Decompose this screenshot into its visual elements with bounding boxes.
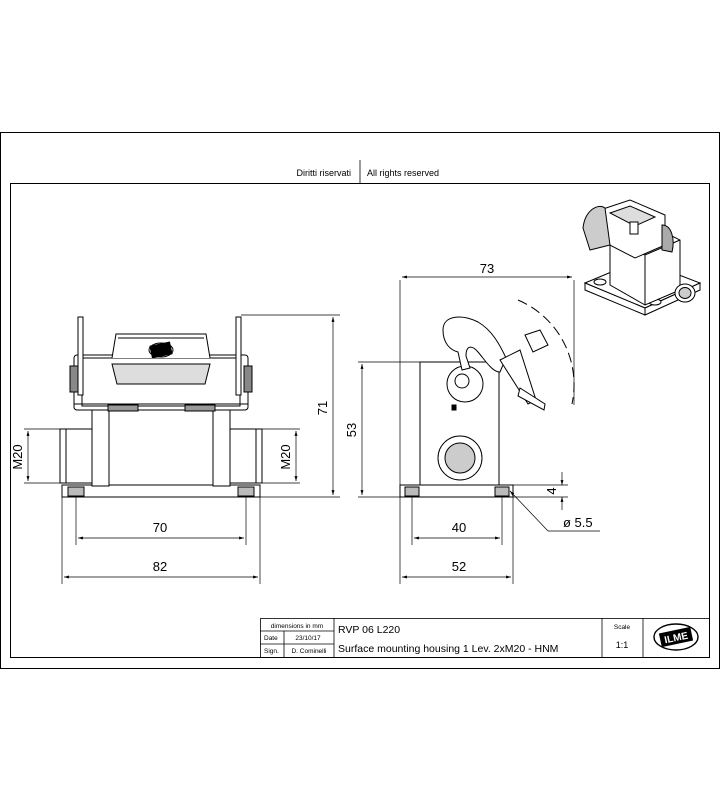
drawing-frame bbox=[10, 183, 710, 658]
dim-side-hole-spacing: 40 bbox=[452, 520, 466, 535]
sign-label: Sign. bbox=[264, 648, 279, 655]
date-label: Date bbox=[264, 635, 278, 642]
dim-side-width: 73 bbox=[480, 261, 494, 276]
date-value: 23/10/17 bbox=[295, 635, 321, 642]
company-logo: ILME bbox=[653, 623, 699, 651]
part-description: Surface mounting housing 1 Lev. 2xM20 - … bbox=[338, 643, 558, 655]
side-view bbox=[358, 280, 575, 584]
dim-front-height: 71 bbox=[315, 401, 330, 415]
dim-front-hole-spacing: 70 bbox=[153, 520, 167, 535]
front-view bbox=[24, 314, 340, 584]
part-number: RVP 06 L220 bbox=[338, 624, 400, 636]
logo-text: ILME bbox=[663, 631, 689, 647]
dim-side-base-width: 52 bbox=[452, 559, 466, 574]
dim-base-thickness: 4 bbox=[544, 487, 559, 494]
dim-front-thread-right: M20 bbox=[278, 444, 293, 469]
scale-value: 1:1 bbox=[616, 640, 629, 650]
scale-label: Scale bbox=[614, 624, 631, 631]
dim-side-height: 53 bbox=[344, 423, 359, 437]
front-dimension-lines bbox=[26, 317, 335, 579]
rights-reserved-en: All rights reserved bbox=[367, 168, 439, 178]
dim-front-thread-left: M20 bbox=[10, 444, 25, 469]
isometric-view bbox=[582, 199, 702, 316]
units-note: dimensions in mm bbox=[271, 623, 323, 630]
rights-reserved-it: Diritti riservati bbox=[296, 168, 351, 178]
dim-front-width: 82 bbox=[153, 559, 167, 574]
side-dimension-lines bbox=[360, 275, 600, 579]
dim-hole-diameter: ø 5.5 bbox=[563, 515, 593, 530]
sign-value: D. Cominelli bbox=[291, 648, 326, 655]
title-block bbox=[260, 618, 710, 658]
